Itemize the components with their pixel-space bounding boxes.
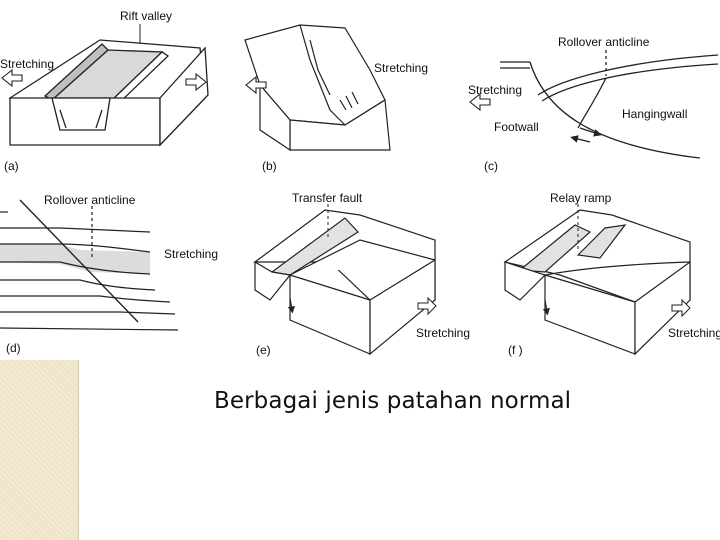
- panel-f: [503, 209, 691, 356]
- panel-d: [0, 199, 179, 331]
- panel-f-stretching-label: Stretching: [668, 326, 720, 340]
- panel-a: [1, 39, 209, 147]
- panel-d-tag: (d): [6, 341, 21, 355]
- panel-b-tag: (b): [262, 159, 277, 173]
- panel-a-stretching-label: Stretching: [0, 57, 54, 71]
- panel-b-stretching-label: Stretching: [374, 61, 428, 75]
- panel-f-tag: (f ): [508, 343, 523, 357]
- panel-c-tag: (c): [484, 159, 498, 173]
- panel-e-title: Transfer fault: [292, 191, 363, 205]
- panel-c-footwall-label: Footwall: [494, 120, 539, 134]
- panel-f-title: Relay ramp: [550, 191, 612, 205]
- panel-c-stretching-label: Stretching: [468, 83, 522, 97]
- slide-caption: Berbagai jenis patahan normal: [214, 388, 572, 414]
- panel-c-hangingwall-label: Hangingwall: [622, 107, 687, 121]
- panel-e: [253, 209, 437, 356]
- panel-b: [244, 24, 391, 152]
- panel-d-stretching-label: Stretching: [164, 247, 218, 261]
- panel-e-tag: (e): [256, 343, 271, 357]
- panel-e-stretching-label: Stretching: [416, 326, 470, 340]
- panel-c: [469, 50, 719, 159]
- panel-d-title: Rollover anticline: [44, 193, 136, 207]
- panel-a-title: Rift valley: [120, 9, 172, 23]
- normal-fault-figure: Rift valley Stretching (a) Stretching (b…: [0, 9, 720, 357]
- fault-diagrams-svg: Rift valley Stretching (a) Stretching (b…: [0, 9, 720, 357]
- panel-a-tag: (a): [4, 159, 19, 173]
- panel-c-title: Rollover anticline: [558, 35, 650, 49]
